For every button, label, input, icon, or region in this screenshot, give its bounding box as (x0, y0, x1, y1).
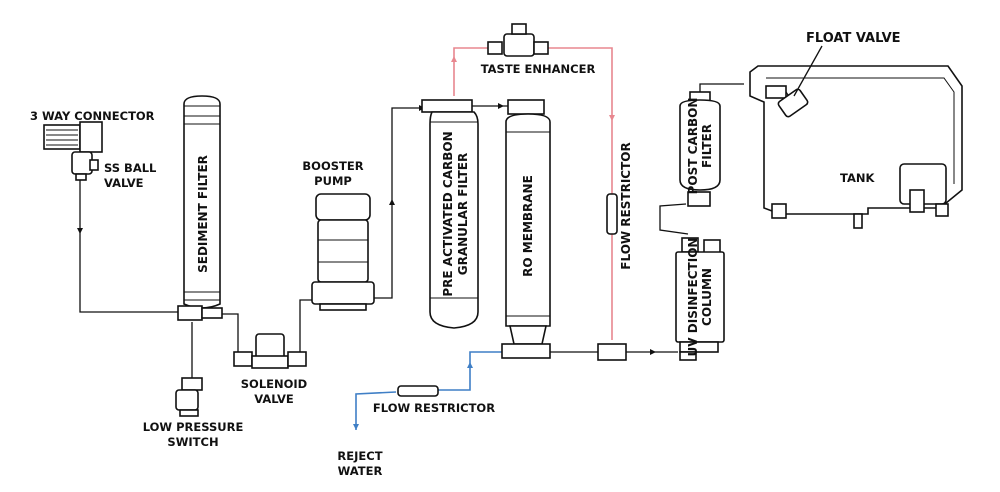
pipe-uv-to-post-carbon (659, 203, 689, 235)
sediment-filter-icon (177, 95, 223, 321)
inlet-pipe (77, 178, 178, 313)
ss-ball-valve-label: VALVE (104, 176, 144, 190)
booster-pump-label: BOOSTER (302, 159, 363, 173)
post-carbon-filter-label: POST CARBON (686, 98, 700, 195)
three-way-connector-icon (43, 121, 103, 153)
pipe-post-carbon-to-tank (699, 83, 744, 92)
taste-enhancer-icon (487, 23, 549, 57)
post-carbon-filter-icon (679, 91, 721, 207)
tee-fitting-icon (597, 343, 627, 361)
reject-water-label: REJECT (337, 449, 382, 463)
booster-pump-label: PUMP (314, 174, 352, 188)
tank-label: TANK (840, 171, 875, 185)
reject-water-label: WATER (338, 464, 383, 478)
uv-disinfection-column-icon (675, 237, 725, 361)
three-way-connector-label: 3 WAY CONNECTOR (30, 109, 155, 123)
low-pressure-switch-label: SWITCH (167, 435, 218, 449)
float-valve-label: FLOAT VALVE (806, 31, 901, 46)
pipe-solenoid-to-pump (299, 299, 318, 352)
low-pressure-switch-label: LOW PRESSURE (143, 420, 244, 434)
pre-carbon-filter-icon (421, 99, 479, 329)
flow-restrictor-icon (606, 193, 618, 235)
flow-restrictor-label: FLOW RESTRICTOR (619, 142, 633, 269)
pipe-sediment-to-solenoid (222, 313, 252, 357)
uv-column-label: UV DISINFECTION (686, 238, 700, 357)
ro-membrane-icon (501, 99, 551, 359)
reject-flow-restrictor-icon (397, 385, 439, 397)
reject-flow-restrictor-label: FLOW RESTRICTOR (373, 401, 495, 415)
ss-ball-valve-icon (71, 151, 99, 181)
pre-carbon-filter-label: PRE ACTIVATED CARBON (441, 131, 455, 296)
pipe-ro-to-uv (546, 349, 678, 355)
pipe-carbon-to-ro (470, 103, 508, 109)
solenoid-valve-label: SOLENOID (241, 377, 307, 391)
uv-column-label: COLUMN (700, 268, 714, 326)
solenoid-valve-label: VALVE (254, 392, 294, 406)
pipe-pump-to-carbon (368, 105, 426, 299)
post-carbon-filter-label: FILTER (700, 124, 714, 168)
solenoid-valve-icon (233, 333, 307, 369)
taste-enhancer-label: TASTE ENHANCER (481, 62, 596, 76)
sediment-filter-label: SEDIMENT FILTER (196, 155, 210, 273)
ro-membrane-label: RO MEMBRANE (521, 175, 535, 277)
booster-pump-icon (311, 193, 375, 311)
float-valve-icon (765, 45, 823, 118)
low-pressure-switch-icon (175, 377, 203, 417)
pre-carbon-filter-label: GRANULAR FILTER (456, 153, 470, 275)
pipe-taste-enhancer-loop (451, 47, 615, 340)
ss-ball-valve-label: SS BALL (104, 161, 157, 175)
pipe-reject-water (353, 351, 505, 430)
